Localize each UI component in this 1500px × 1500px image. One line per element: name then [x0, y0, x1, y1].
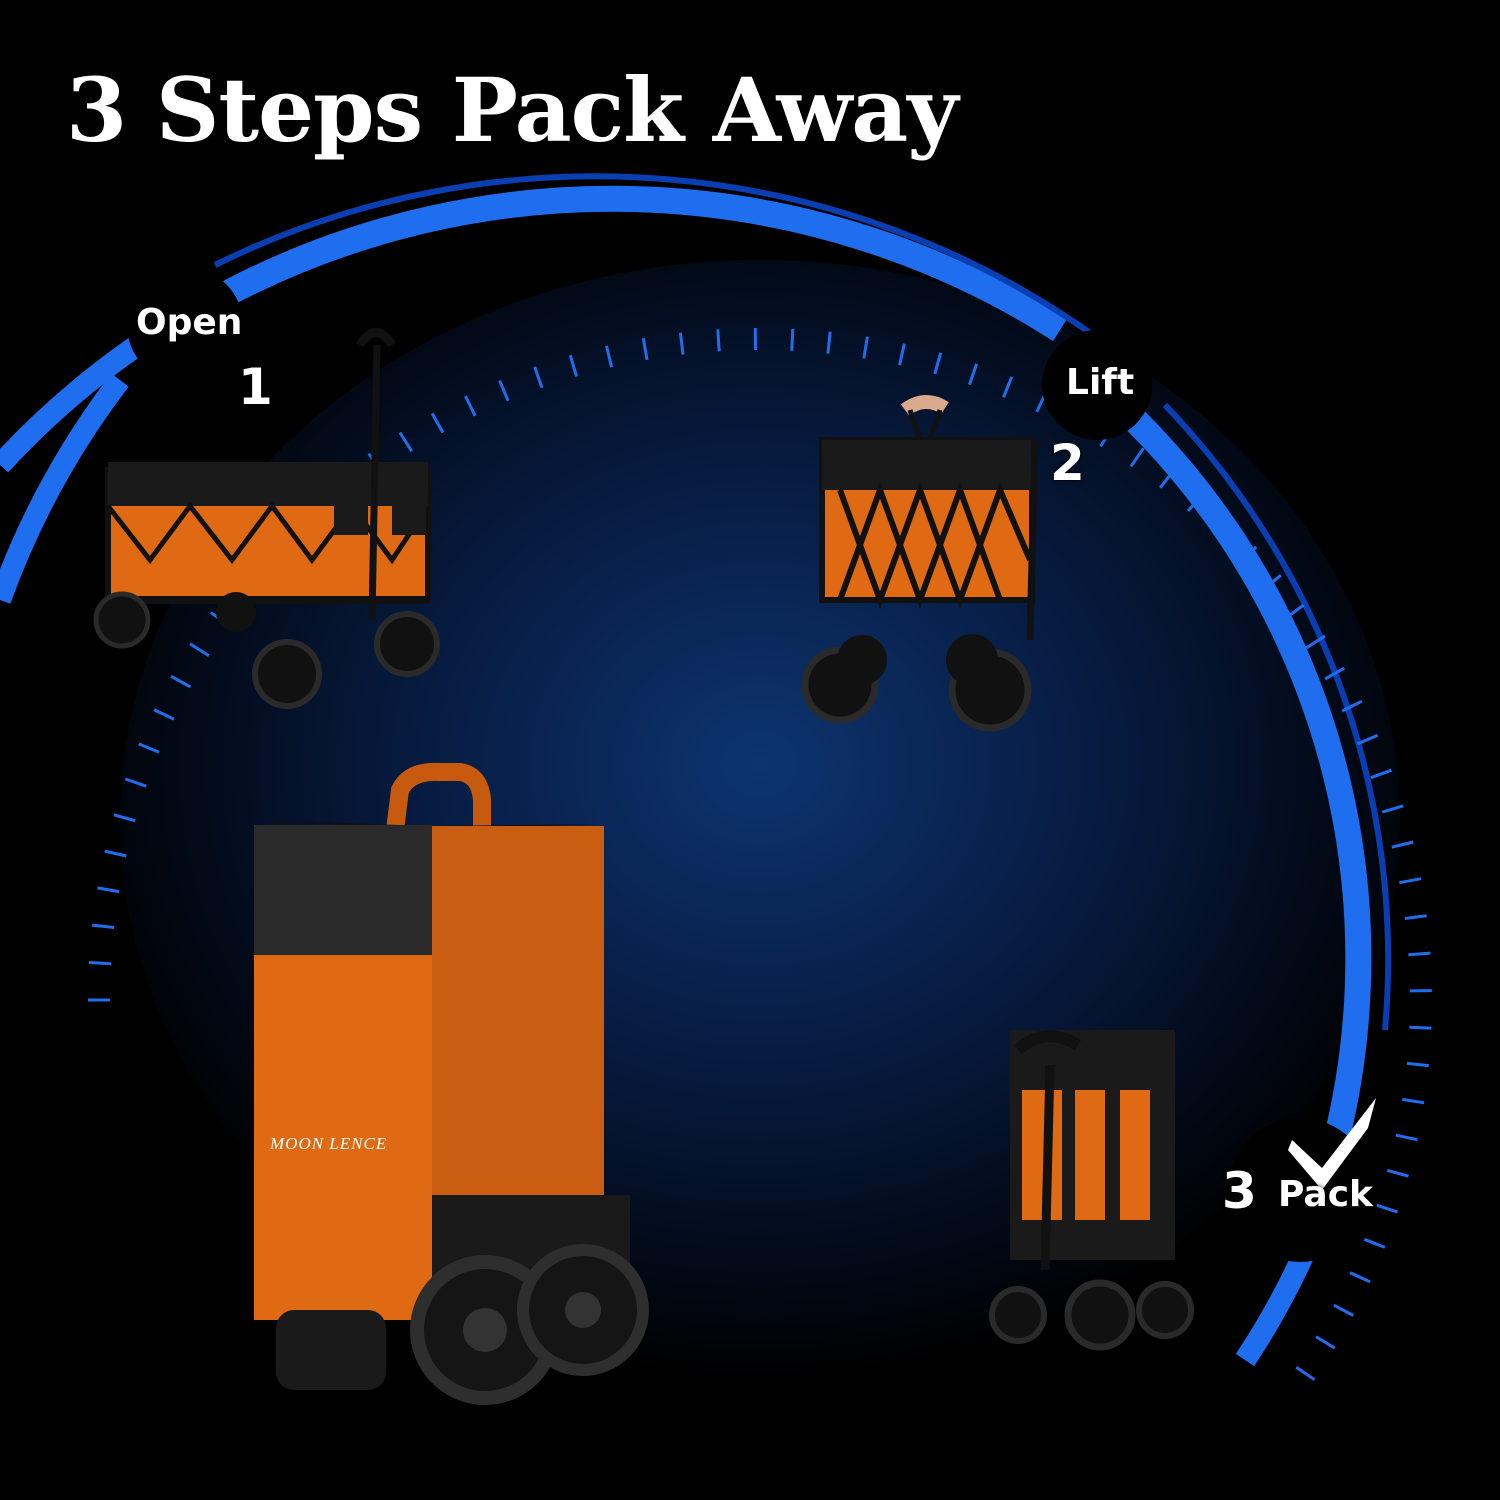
covered-wagon-illustration — [254, 762, 649, 1405]
ring-tick — [430, 412, 445, 434]
ring-tick — [189, 642, 210, 657]
ring-tick — [498, 379, 510, 402]
ring-tick — [153, 708, 175, 721]
cover-pocket — [254, 825, 432, 955]
step-1-number: 1 — [238, 358, 273, 416]
ring-tick — [1399, 877, 1422, 885]
step-2-number: 2 — [1050, 434, 1085, 492]
ring-tick — [464, 395, 477, 417]
page-title: 3 Steps Pack Away — [66, 58, 958, 162]
brand-logo-text: MOON LENCE — [270, 1134, 388, 1153]
ring-tick — [1395, 1133, 1418, 1142]
cover-side — [432, 826, 604, 1195]
ring-tick — [1341, 699, 1363, 713]
ring-tick — [678, 332, 685, 355]
ring-tick — [170, 674, 192, 689]
ring-tick — [1262, 574, 1282, 591]
step-3-label: Pack — [1278, 1174, 1373, 1215]
ring-tick — [790, 328, 795, 351]
ring-tick — [1376, 1203, 1399, 1214]
cover-front — [254, 955, 432, 1320]
ring-tick — [1295, 1365, 1316, 1381]
ring-tick — [104, 849, 127, 858]
ring-tick — [88, 961, 112, 966]
ring-tick — [1402, 1097, 1425, 1105]
ring-tick — [826, 331, 832, 354]
ring-tick — [1349, 1271, 1371, 1284]
ring-tick — [1315, 1335, 1336, 1350]
hand-icon — [900, 395, 949, 416]
ring-tick — [862, 336, 869, 359]
ring-tick — [1159, 469, 1175, 489]
step-3-number: 3 — [1222, 1162, 1257, 1220]
ring-tick — [92, 923, 115, 929]
ring-tick — [1238, 545, 1258, 563]
step-2-label: Lift — [1066, 362, 1135, 403]
badge-lift — [1042, 330, 1152, 440]
ring-tick — [1409, 1025, 1432, 1030]
folded-wagon-illustration — [989, 1030, 1194, 1351]
open-wagon-illustration — [93, 328, 440, 709]
ring-tick — [1356, 733, 1379, 746]
ring-tick — [1408, 951, 1431, 957]
ring-tick — [716, 329, 721, 352]
ring-tick — [533, 366, 544, 389]
ring-tick — [641, 337, 649, 361]
badge-open — [127, 267, 243, 383]
ring-tick — [1213, 518, 1232, 537]
ring-tick — [1333, 1303, 1355, 1317]
ring-tick — [1186, 493, 1204, 512]
ring-tick — [1129, 447, 1145, 468]
checkmark-icon — [1288, 1098, 1376, 1190]
ring-tick — [605, 345, 614, 368]
ring-tick — [1370, 768, 1393, 780]
ring-tick — [1002, 376, 1014, 398]
ring-tick — [124, 777, 147, 788]
ring-tick — [113, 813, 136, 823]
ring-tick — [1381, 804, 1404, 814]
ring-arc-right-thin — [1162, 402, 1392, 1031]
ring-tick — [398, 431, 413, 453]
ring-tick — [97, 886, 120, 894]
ring-tick — [138, 742, 160, 754]
ring-tick — [1305, 634, 1326, 650]
ring-tick — [933, 352, 943, 375]
ring-arc-left — [0, 373, 129, 604]
ring-tick — [968, 363, 979, 386]
ring-arc-top — [224, 185, 1068, 341]
ring-arc-right — [1125, 410, 1372, 1149]
ring-tick — [568, 354, 578, 377]
ring-tick — [1285, 603, 1305, 620]
ring-arc-top-thin — [213, 173, 1102, 343]
ring-tick — [1391, 840, 1414, 849]
ring-tick — [1404, 914, 1427, 920]
ring-tick — [898, 343, 906, 366]
ring-tick — [1406, 1061, 1429, 1068]
step-1-label: Open — [136, 302, 243, 343]
lift-wagon-illustration — [801, 395, 1039, 732]
ring-tick — [1386, 1168, 1409, 1178]
ring-tick — [1324, 666, 1346, 681]
ring-tick — [1363, 1237, 1386, 1249]
